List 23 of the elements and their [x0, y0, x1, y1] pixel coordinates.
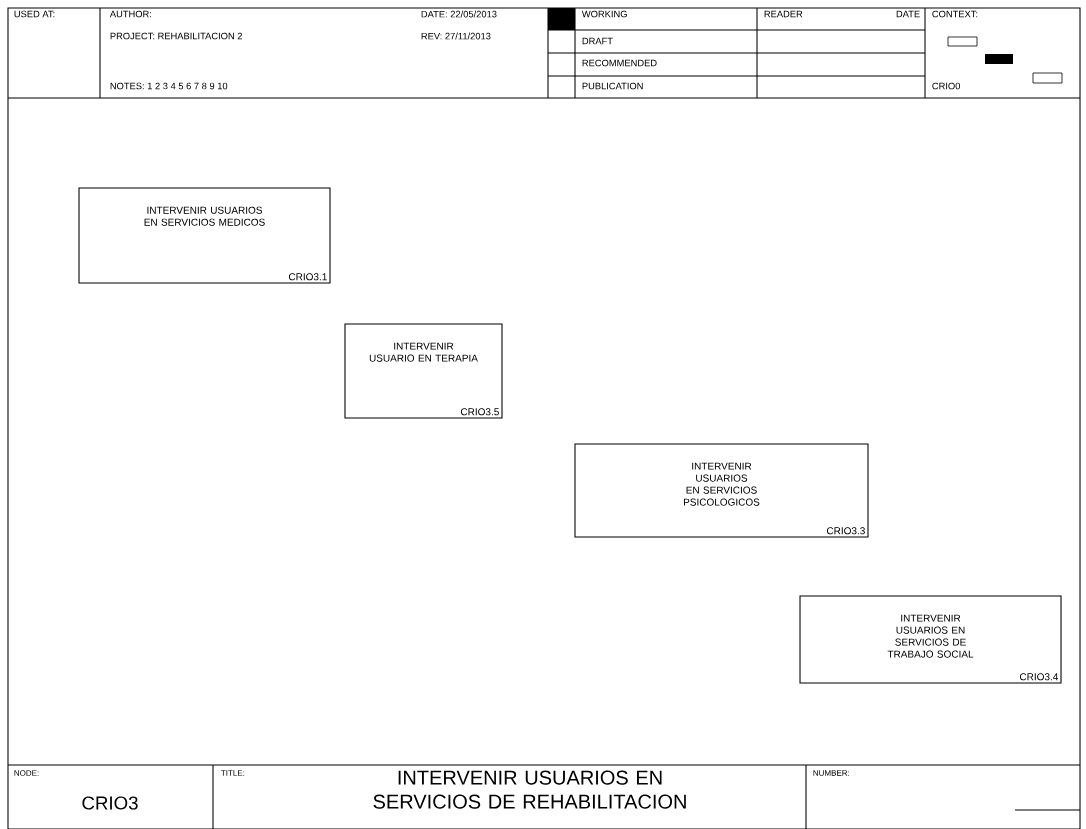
header-label: TITLE:: [221, 770, 245, 776]
header-label: REV: 27/11/2013: [421, 32, 491, 40]
header-label: DRAFT: [582, 37, 613, 45]
header-label: WORKING: [581, 10, 627, 18]
activity-box: INTERVENIR USUARIOS EN SERVICIOS PSICOLOGICOS CRIO3.3: [574, 443, 869, 538]
header-label: RECOMMENDED: [582, 59, 657, 67]
header-label: CONTEXT:: [932, 10, 978, 18]
header-label: NOTES: 1 2 3 4 5 6 7 8 9 10: [110, 82, 228, 90]
header-label: PROJECT: REHABILITACION 2: [110, 32, 242, 40]
header-label: NUMBER:: [813, 770, 849, 776]
header-label: USED AT:: [14, 10, 55, 18]
activity-box: INTERVENIR USUARIO EN TERAPIA CRIO3.5: [344, 323, 503, 419]
activity-box: INTERVENIR USUARIOS EN SERVICIOS DE TRABAJO SOCIAL CRIO3.4: [799, 595, 1062, 684]
header-label: NODE:: [14, 770, 39, 776]
header-label: CRIO0: [932, 82, 961, 90]
diagram-title: INTERVENIR USUARIOS EN SERVICIOS DE REHABILITACION: [373, 770, 686, 809]
header-label: CRIO3: [82, 796, 138, 810]
header-label: DATE: [896, 10, 920, 18]
header-label: PUBLICATION: [582, 82, 643, 90]
header-label: READER: [764, 10, 803, 18]
header-label: DATE: 22/05/2013: [421, 10, 497, 18]
header-label: AUTHOR:: [109, 10, 151, 18]
activity-box: INTERVENIR USUARIOS EN SERVICIOS MEDICOS CRIO3.1: [78, 187, 331, 284]
